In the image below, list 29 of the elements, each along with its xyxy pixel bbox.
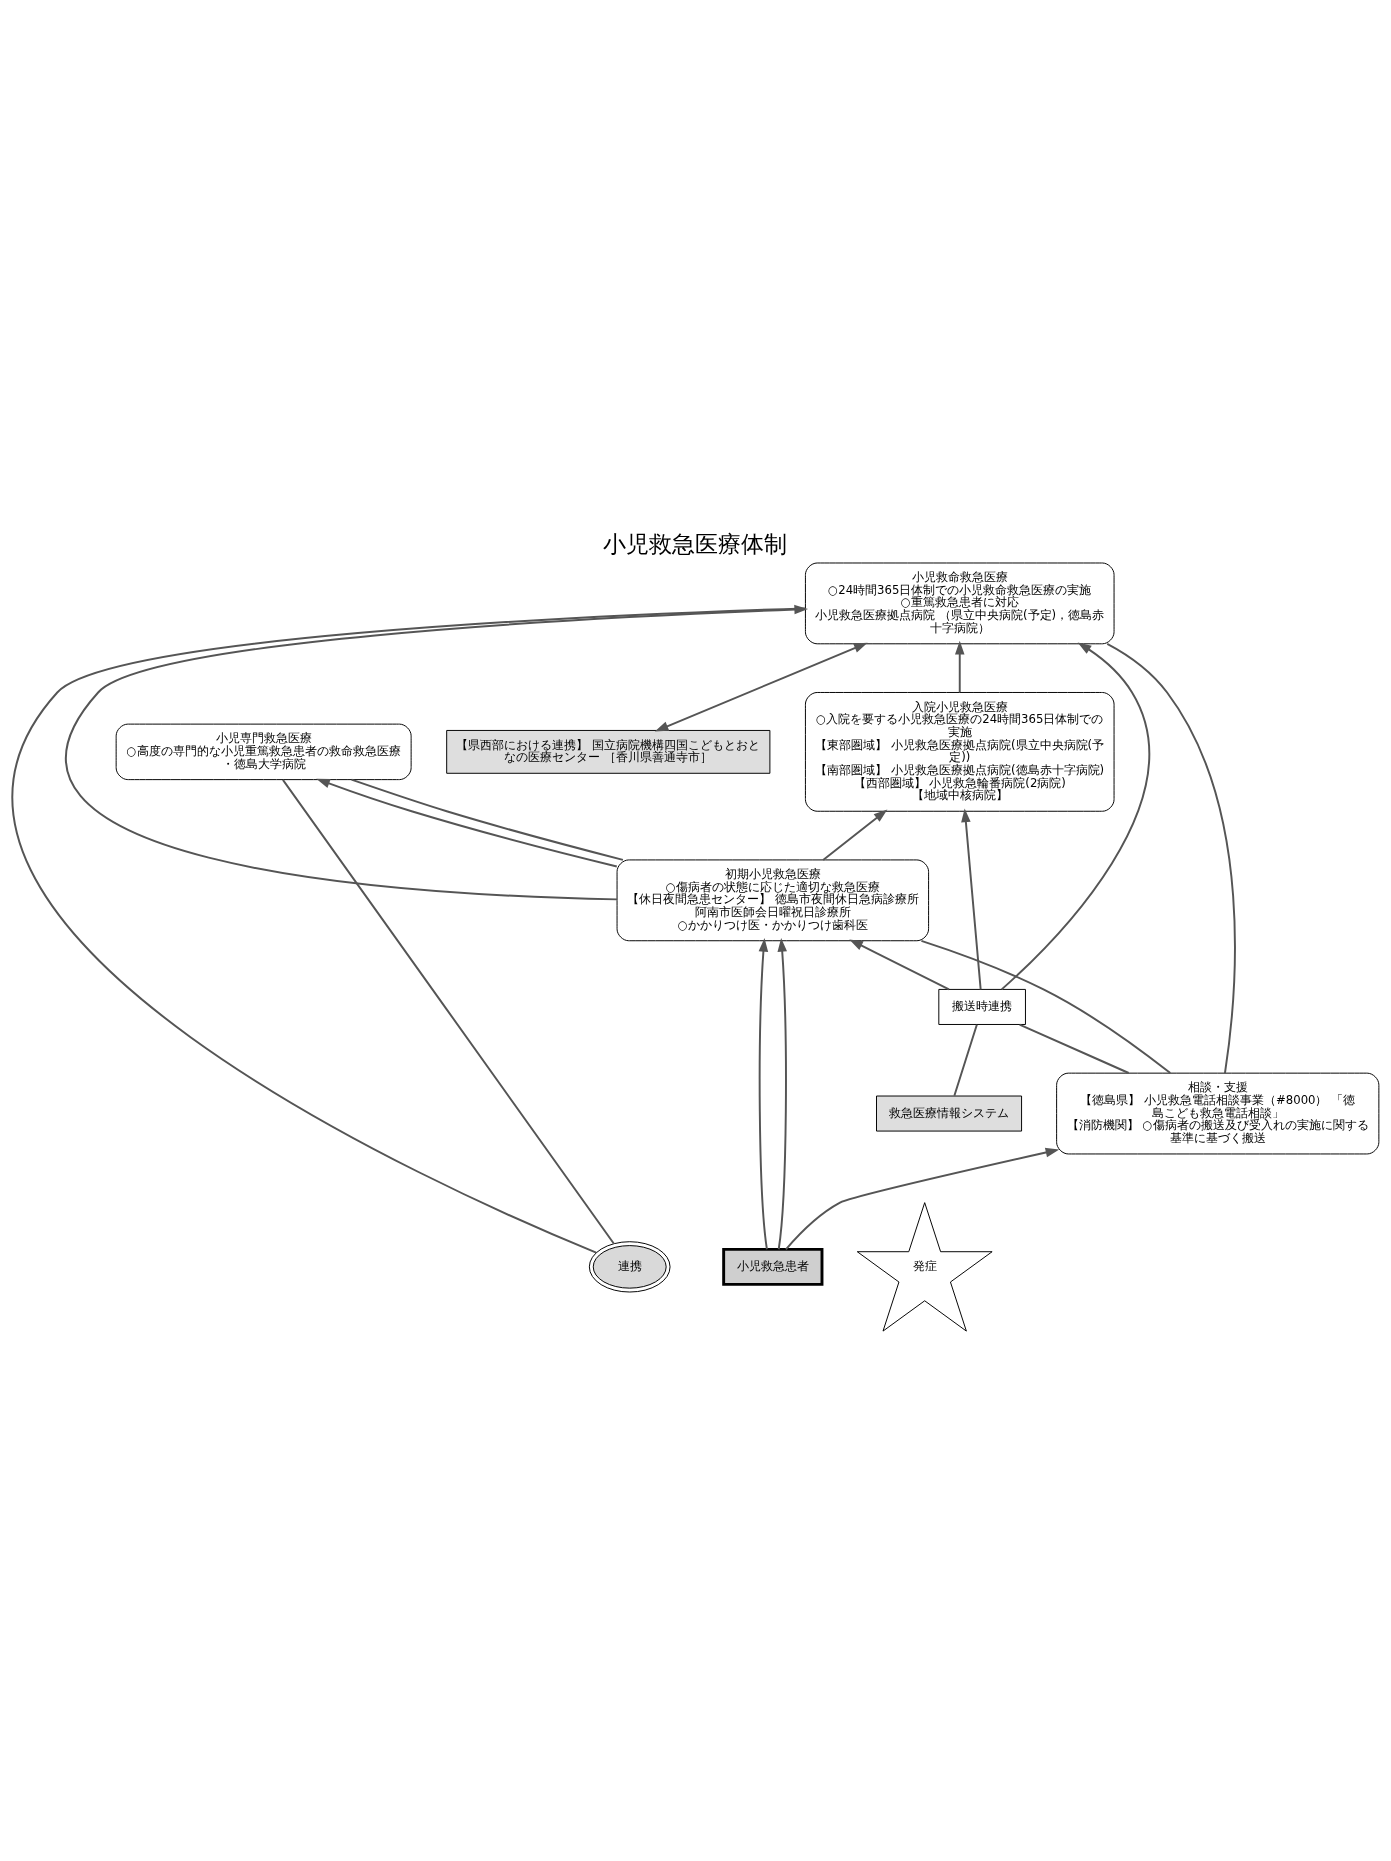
connector: [1018, 1023, 1130, 1074]
arrow: [961, 808, 982, 991]
arrow: [1000, 642, 1151, 991]
diagram-title: 小児救急医療体制: [603, 530, 788, 559]
node-box: 小児救命救急医療 ○24時間365日体制での小児救命救急医療の実施 ○重篤救急患者に対応 小児救急医療拠点病院 （県立中央病院(予定)，徳島赤十字病院）: [804, 562, 1115, 645]
node-box: 初期小児救急医療 ○傷病者の状態に応じた適切な救急医療 【休日夜間急患センター】 徳島市夜間休日急病診療所 阿南市医師会日曜祝日診療所 ○かかりつけ医・かかりつけ歯科医: [616, 859, 930, 942]
arrow: [777, 938, 787, 1251]
connector: [12, 607, 807, 1254]
connector: [1106, 642, 1236, 1075]
arrow: [849, 939, 950, 991]
arrow: [65, 604, 809, 901]
node-box: 相談・支援 【徳島県】 小児救急電話相談事業（#8000） 「徳島こども救急電話相談」 【消防機関】 ○傷病者の搬送及び受入れの実施に関する基準に基づく搬送: [1056, 1072, 1380, 1155]
arrow: [758, 938, 769, 1251]
node-box: 搬送時連携: [938, 988, 1026, 1025]
arrow: [954, 640, 965, 694]
node-box: 入院小児救急医療 ○入院を要する小児救急医療の24時間365日体制での実施 【東部圏域】 小児救急医療拠点病院(県立中央病院(予定)) 【南部圏域】 小児救急医療拠点病院(徳島赤十字病院) 【西部圏域】 小児救急輪番病院(2病院) 【地域中核病院】: [804, 692, 1115, 812]
connector: [920, 939, 1172, 1075]
arrow: [822, 809, 888, 861]
connector: [953, 1023, 978, 1097]
connector: [281, 778, 615, 1245]
node-ellipse: 連携: [588, 1241, 671, 1293]
node-box: 救急医療情報システム: [876, 1095, 1023, 1132]
arrow: [784, 1147, 1060, 1251]
arrow: [654, 642, 868, 732]
node-box: 小児救急患者: [722, 1247, 824, 1286]
connector: [350, 778, 624, 861]
arrow: [316, 778, 618, 868]
node-box: 小児専門救急医療 ○高度の専門的な小児重篤救急患者の救命救急医療 ・徳島大学病院: [115, 723, 412, 781]
node-box: 【県西部における連携】 国立病院機構四国こどもとおとなの医療センター ［香川県善通寺市］: [446, 729, 771, 774]
